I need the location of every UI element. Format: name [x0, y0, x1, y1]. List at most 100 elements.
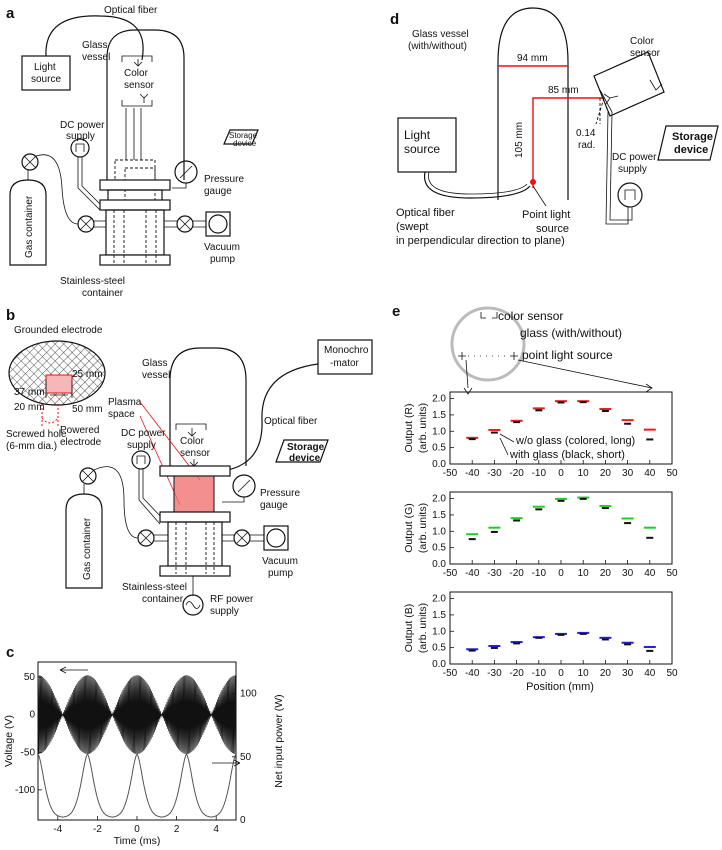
power-series — [37, 753, 237, 818]
chart-e-xtick-label: 20 — [600, 668, 612, 679]
color-sensor-d-label-2: sensor — [630, 48, 661, 59]
color-sensor-bracket — [121, 55, 153, 107]
vacuum-b-label-2: pump — [268, 568, 293, 579]
valve-right-x — [178, 217, 192, 231]
dim-25mm: 25 mm — [72, 369, 103, 380]
legend-glass-label: glass (with/without) — [520, 326, 622, 340]
screw-hole-label-2: (6-mm dia.) — [6, 441, 57, 452]
inner-dashed-box — [114, 159, 156, 183]
chart-e-xtick-label: 30 — [622, 568, 634, 579]
dc-power-d-label-1: DC power — [612, 152, 657, 163]
dim-50mm: 50 mm — [72, 404, 103, 415]
pressure-b-label-2: gauge — [260, 500, 288, 511]
pressure-label-2: gauge — [204, 186, 232, 197]
chart-e-ylabel-2: (arb. units) — [417, 503, 429, 553]
gas-container-b-icon — [65, 493, 103, 589]
panel-d-letter: d — [390, 11, 399, 28]
chart-e-ytick-label: 2.0 — [432, 494, 446, 505]
gas-container-label: Gas container — [24, 195, 35, 258]
container-b-label-2: container — [142, 594, 184, 605]
chart-e-xtick-label: 0 — [558, 568, 564, 579]
chart-e-xtick-label: -50 — [443, 568, 458, 579]
chart-c-xtick-label: 0 — [134, 824, 140, 835]
point-light-pointer — [532, 185, 547, 207]
panel-d: d Glass vessel (with/without) 94 mm 85 m… — [390, 7, 719, 247]
chart-c-ylabel-right: Net input power (W) — [273, 694, 285, 787]
chart-e-ylabel-1: Output (G) — [403, 503, 415, 553]
legend-arrow-right — [517, 359, 653, 393]
storage-b-label-1: Storage — [287, 442, 325, 453]
chart-c-ltick-label: -50 — [21, 747, 36, 758]
gas-container-b-label: Gas container — [82, 517, 93, 580]
dc-power-d-label-2: supply — [618, 164, 647, 175]
dc-b-cable — [138, 469, 165, 525]
point-light-label-1: Point light — [522, 209, 570, 221]
storage-d-label-1: Storage — [672, 131, 713, 143]
point-light-marker — [530, 179, 536, 185]
chart-e-xtick-label: -20 — [509, 568, 524, 579]
angle-lines — [595, 97, 605, 125]
powered-label-2: electrode — [60, 437, 102, 448]
gas-line — [35, 154, 79, 225]
chart-e-ytick-label: 0.5 — [432, 443, 446, 454]
vacuum-b-label-1: Vacuum — [262, 556, 298, 567]
sensor-d-face — [599, 89, 613, 113]
glass-vessel-b-label-2: vessel — [142, 370, 170, 381]
chart-e-ylabel-2: (arb. units) — [417, 603, 429, 653]
glass-vessel-d — [497, 7, 569, 200]
dc-power-b-label-2: supply — [127, 440, 156, 451]
chart-e-ytick-label: 0.0 — [432, 559, 446, 570]
chart-e-legend-with: with glass (black, short) — [509, 449, 625, 461]
chart-c-xlabel: Time (ms) — [114, 835, 161, 847]
chart-e-ytick-label: 1.5 — [432, 610, 446, 621]
panel-e: e color sensor glass (with/without) poin… — [392, 303, 678, 693]
glass-vessel-b-label-1: Glass — [142, 358, 168, 369]
optical-fiber — [45, 15, 144, 61]
rf-supply-icon — [182, 594, 204, 616]
valve-left-x — [79, 217, 93, 231]
storage-b-label-2: device — [289, 453, 321, 464]
chart-c-ltick-label: -100 — [15, 785, 35, 796]
chart-e-ytick-label: 2.0 — [432, 594, 446, 605]
storage-d-label-2: device — [674, 144, 708, 156]
optical-fiber-d-label-3: in perpendicular direction to plane) — [396, 235, 565, 247]
optical-fiber-d-inner — [428, 171, 528, 195]
chart-e-legend-wo: w/o glass (colored, long) — [515, 435, 635, 447]
light-source-label-1: Light — [34, 62, 56, 73]
chart-e-xtick-label: 20 — [600, 468, 612, 479]
voltage-series — [37, 675, 237, 755]
chart-c-xtick-label: -2 — [93, 824, 102, 835]
chart-e-xtick-label: -40 — [465, 568, 480, 579]
panel-b: b Grounded electrode 25 mm 37 mm 20 mm 5… — [6, 307, 373, 617]
chart-e-xtick-label: 30 — [622, 468, 634, 479]
powered-electrode-area — [45, 374, 73, 394]
chamber-flange-bottom — [99, 254, 171, 266]
color-sensor-label-1: Color — [124, 68, 149, 79]
plasma-space — [173, 475, 215, 515]
gas-valve-b-icon — [79, 467, 97, 485]
chamber-flange-top — [99, 179, 171, 191]
optical-fiber-d — [423, 171, 531, 199]
sensor-star-b-icon — [189, 459, 199, 467]
vacuum-pump-b-rotor — [266, 528, 286, 548]
chart-e-xtick-label: 40 — [644, 668, 656, 679]
valve-b-left-x — [139, 531, 153, 545]
chart-e-xtick-label: -20 — [509, 668, 524, 679]
grounded-electrode-mesh — [8, 340, 106, 406]
right-axis-arrow — [212, 759, 241, 767]
dc-supply-b-icon — [131, 450, 151, 470]
chart-e-xtick-label: 10 — [578, 468, 590, 479]
gas-valve-b-x — [81, 469, 95, 483]
glass-vessel-label-1: Glass — [82, 40, 108, 51]
valve-pipes — [94, 220, 206, 228]
light-source-d-label-2: source — [404, 142, 440, 156]
chart-e-xtick-label: 50 — [666, 568, 678, 579]
legend-sensor-label: color sensor — [498, 309, 563, 323]
vacuum-pump-rotor — [208, 214, 228, 234]
rad-label-2: rad. — [578, 140, 595, 151]
dc-power-label-2: supply — [66, 131, 95, 142]
valve-b-pipes — [154, 534, 264, 542]
